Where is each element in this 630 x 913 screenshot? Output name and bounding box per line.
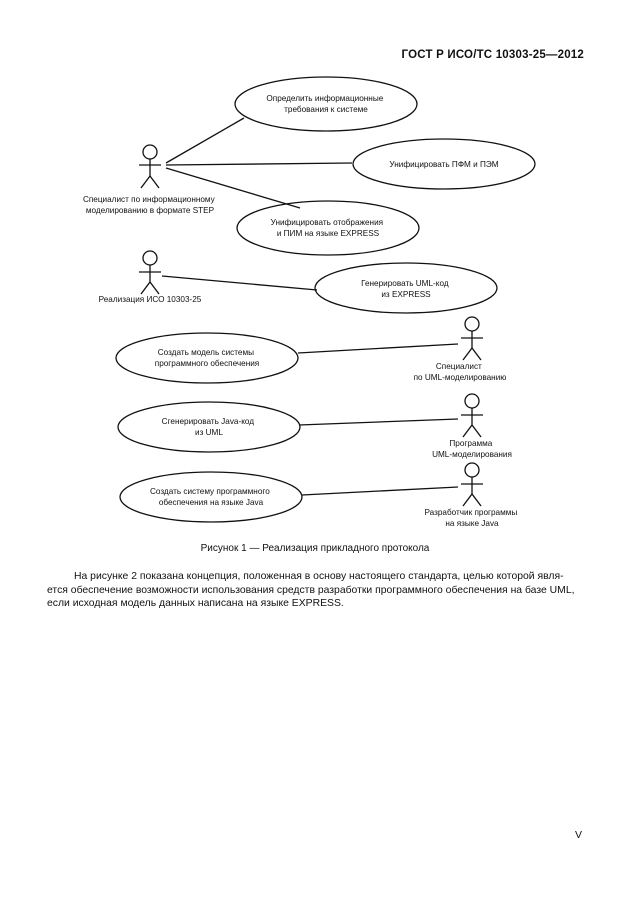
- use-case-label-line: Унифицировать отображения: [271, 218, 383, 227]
- use-case-label-line: Генерировать UML-код: [361, 279, 449, 288]
- use-case-label: Определить информационные требования к с…: [266, 94, 385, 114]
- use-case-unify-models: [352, 138, 536, 190]
- actor-label: Реализация ИСО 10303-25: [99, 295, 202, 304]
- use-case-label-line: Унифицировать ПФМ и ПЭМ: [389, 160, 498, 169]
- use-case-create-model: [115, 332, 299, 384]
- use-case-label-line: Сгенерировать Java-код: [162, 417, 255, 426]
- use-case-label-line: Определить информационные: [266, 94, 383, 103]
- actor-label: Специалист по UML-моделированию: [414, 362, 507, 382]
- use-case-label-line: из EXPRESS: [381, 290, 431, 299]
- body-paragraph: На рисунке 2 показана концепция, положен…: [47, 570, 585, 611]
- use-case-define-requirements: [234, 76, 418, 132]
- use-case-unify-mappings: [236, 200, 420, 256]
- actor-label-line: Специалист по информационному: [83, 195, 216, 204]
- use-case-label-line: Создать систему программного: [150, 487, 270, 496]
- use-case-label-line: Создать модель системы: [158, 348, 254, 357]
- figure-caption: Рисунок 1 — Реализация прикладного прото…: [200, 543, 430, 554]
- actor-label-line: моделированию в формате STEP: [86, 206, 215, 215]
- association-line: [301, 486, 459, 496]
- actor-stick-figure: [461, 316, 483, 361]
- use-case-diagram: Определить информационные требования к с…: [83, 76, 536, 528]
- actor-label-line: Программа: [449, 439, 492, 448]
- use-case-label-line: и ПИМ на языке EXPRESS: [277, 229, 380, 238]
- association-line: [298, 418, 459, 426]
- use-case-generate-java: [117, 401, 301, 453]
- association-line: [165, 162, 353, 166]
- page-number: V: [574, 829, 582, 841]
- use-case-generate-uml: [314, 262, 498, 314]
- actor-label-line: UML-моделирования: [432, 450, 512, 459]
- actor-stick-figure: [461, 393, 483, 438]
- actor-label-line: Разработчик программы: [424, 508, 517, 517]
- association-line: [165, 167, 301, 209]
- actor-label: Разработчик программы на языке Java: [424, 508, 519, 528]
- actor-label: Программа UML-моделирования: [432, 439, 512, 459]
- use-case-label: Создать систему программного обеспечения…: [150, 487, 272, 507]
- use-case-create-java-system: [119, 471, 303, 523]
- use-case-label: Унифицировать ПФМ и ПЭМ: [389, 160, 498, 169]
- actor-label-line: на языке Java: [445, 519, 499, 528]
- use-case-label: Сгенерировать Java-код из UML: [162, 417, 257, 437]
- association-line: [161, 275, 318, 291]
- actor-label-line: по UML-моделированию: [414, 373, 507, 382]
- use-case-label: Генерировать UML-код из EXPRESS: [361, 279, 451, 299]
- actor-label: Специалист по информационному моделирова…: [83, 195, 217, 215]
- actor-stick-figure: [139, 144, 161, 189]
- use-case-label-line: требования к системе: [284, 105, 368, 114]
- actor-stick-figure: [139, 250, 161, 295]
- actor-label-line: Специалист: [436, 362, 482, 371]
- actor-label-line: Реализация ИСО 10303-25: [99, 295, 202, 304]
- use-case-label: Унифицировать отображения и ПИМ на языке…: [271, 218, 386, 238]
- association-line: [297, 343, 459, 354]
- paragraph-line: ется обеспечение возможности использован…: [47, 584, 575, 596]
- actor-stick-figure: [461, 462, 483, 507]
- paragraph-line: На рисунке 2 показана концепция, положен…: [74, 571, 564, 582]
- standard-header: ГОСТ Р ИСО/ТС 10303-25—2012: [401, 49, 584, 61]
- use-case-label-line: обеспечения на языке Java: [159, 498, 264, 507]
- use-case-label: Создать модель системы программного обес…: [155, 348, 259, 368]
- use-case-label-line: из UML: [195, 428, 223, 437]
- paragraph-line: если исходная модель данных написана на …: [47, 598, 344, 609]
- use-case-label-line: программного обеспечения: [155, 359, 259, 368]
- association-line: [165, 117, 245, 164]
